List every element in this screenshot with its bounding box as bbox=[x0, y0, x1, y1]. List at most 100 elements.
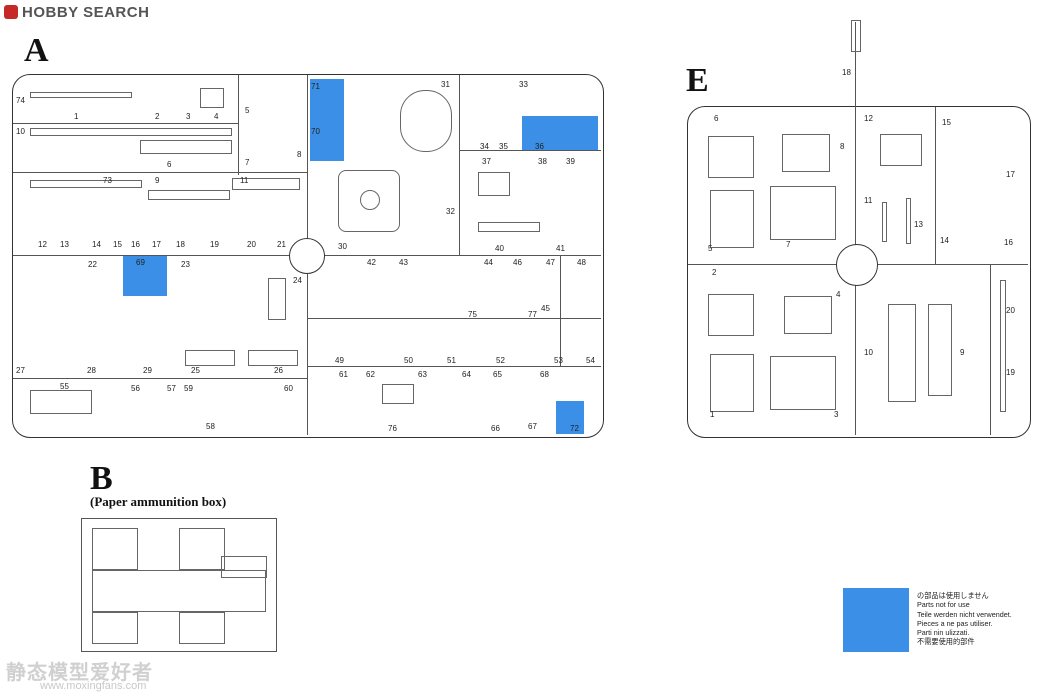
part-number: 14 bbox=[940, 236, 949, 245]
part-number: 16 bbox=[131, 240, 140, 249]
part-drawing bbox=[148, 190, 230, 200]
sprue-a-runner bbox=[13, 123, 238, 124]
unused-parts-highlight bbox=[522, 116, 598, 150]
sprue-e-hub bbox=[836, 244, 878, 286]
sheet-e-letter: E bbox=[686, 62, 709, 99]
legend-line-german: Teile werden nicht verwendet. bbox=[917, 609, 1012, 619]
part-number: 20 bbox=[247, 240, 256, 249]
part-number: 13 bbox=[914, 220, 923, 229]
part-drawing bbox=[882, 202, 887, 242]
part-number: 42 bbox=[367, 258, 376, 267]
part-number: 6 bbox=[714, 114, 719, 123]
sprue-a-runner bbox=[308, 366, 601, 367]
sprue-e-frame bbox=[687, 106, 1031, 438]
part-number: 39 bbox=[566, 157, 575, 166]
part-number: 18 bbox=[176, 240, 185, 249]
part-number: 75 bbox=[468, 310, 477, 319]
part-number: 20 bbox=[1006, 306, 1015, 315]
part-drawing bbox=[770, 186, 836, 240]
part-drawing bbox=[906, 198, 911, 244]
sprue-e-runner bbox=[935, 107, 936, 264]
sprue-a-runner bbox=[459, 75, 460, 255]
part-drawing bbox=[928, 304, 952, 396]
part-number: 37 bbox=[482, 157, 491, 166]
part-number: 19 bbox=[210, 240, 219, 249]
part-drawing bbox=[708, 136, 754, 178]
part-number: 12 bbox=[38, 240, 47, 249]
part-drawing bbox=[248, 350, 298, 366]
part-drawing bbox=[851, 20, 861, 52]
legend-line-french: Pieces a ne pas utiliser. bbox=[917, 618, 993, 628]
part-drawing bbox=[268, 278, 286, 320]
part-number: 23 bbox=[181, 260, 190, 269]
part-number: 17 bbox=[152, 240, 161, 249]
box-flap bbox=[179, 528, 225, 570]
part-number: 15 bbox=[942, 118, 951, 127]
part-number: 44 bbox=[484, 258, 493, 267]
hobby-search-logo: HOBBY SEARCH bbox=[4, 4, 149, 21]
part-number: 8 bbox=[840, 142, 845, 151]
part-drawing bbox=[200, 88, 224, 108]
part-number: 7 bbox=[245, 158, 250, 167]
sheet-a-letter: A bbox=[24, 32, 49, 69]
part-number: 1 bbox=[74, 112, 79, 121]
part-number: 6 bbox=[167, 160, 172, 169]
part-number: 58 bbox=[206, 422, 215, 431]
part-number: 67 bbox=[528, 422, 537, 431]
watermark-chinese: 静态模型爱好者 bbox=[6, 662, 153, 684]
part-number: 66 bbox=[491, 424, 500, 433]
part-drawing bbox=[710, 190, 754, 248]
part-number: 16 bbox=[1004, 238, 1013, 247]
part-drawing bbox=[478, 222, 540, 232]
part-number: 12 bbox=[864, 114, 873, 123]
part-drawing bbox=[782, 134, 830, 172]
part-drawing bbox=[30, 390, 92, 414]
part-drawing bbox=[888, 304, 916, 402]
part-number: 5 bbox=[245, 106, 250, 115]
part-number: 71 bbox=[311, 82, 320, 91]
part-number: 5 bbox=[708, 244, 713, 253]
sheet-b-letter: B bbox=[90, 460, 113, 497]
part-number: 54 bbox=[586, 356, 595, 365]
part-number: 22 bbox=[88, 260, 97, 269]
part-number: 55 bbox=[60, 382, 69, 391]
part-number: 11 bbox=[240, 176, 249, 185]
unused-parts-color-swatch bbox=[843, 588, 909, 652]
part-number: 35 bbox=[499, 142, 508, 151]
part-number: 40 bbox=[495, 244, 504, 253]
legend-line-japanese: の部品は使用しません bbox=[917, 591, 989, 600]
sprue-a-hub bbox=[289, 238, 325, 274]
part-number: 57 bbox=[167, 384, 176, 393]
part-number: 76 bbox=[388, 424, 397, 433]
part-number: 74 bbox=[16, 96, 25, 105]
part-number: 8 bbox=[297, 150, 302, 159]
part-number: 29 bbox=[143, 366, 152, 375]
box-flap bbox=[92, 612, 138, 644]
part-number: 24 bbox=[293, 276, 302, 285]
part-drawing bbox=[30, 180, 142, 188]
part-number: 56 bbox=[131, 384, 140, 393]
part-number: 64 bbox=[462, 370, 471, 379]
part-number: 47 bbox=[546, 258, 555, 267]
sprue-a-runner bbox=[459, 150, 601, 151]
part-number: 63 bbox=[418, 370, 427, 379]
legend-text: の部品は使用しません Parts not for use Teile werde… bbox=[917, 591, 1012, 647]
watermark-url: www.moxingfans.com bbox=[40, 680, 147, 692]
sprue-a-runner bbox=[560, 255, 561, 367]
sprue-e-runner bbox=[990, 265, 991, 435]
part-number: 68 bbox=[540, 370, 549, 379]
part-number: 43 bbox=[399, 258, 408, 267]
sprue-a-frame bbox=[12, 74, 604, 438]
part-number: 4 bbox=[214, 112, 219, 121]
part-drawing bbox=[478, 172, 510, 196]
part-number: 36 bbox=[535, 142, 544, 151]
part-drawing bbox=[232, 178, 300, 190]
part-drawing bbox=[770, 356, 836, 410]
unused-parts-highlight bbox=[556, 401, 584, 434]
part-number: 46 bbox=[513, 258, 522, 267]
part-number: 28 bbox=[87, 366, 96, 375]
part-drawing bbox=[400, 90, 452, 152]
part-drawing bbox=[710, 354, 754, 412]
part-number: 27 bbox=[16, 366, 25, 375]
part-number: 1 bbox=[710, 410, 715, 419]
